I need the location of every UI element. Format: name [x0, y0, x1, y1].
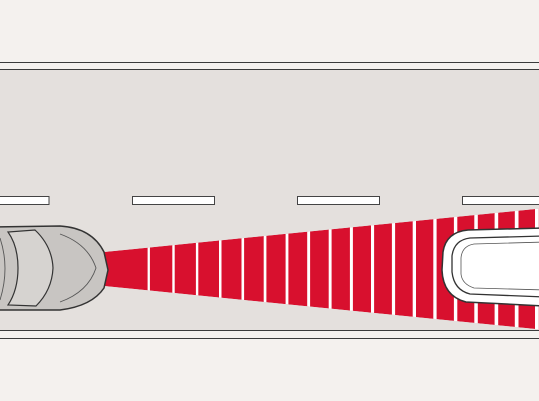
radar-stripe-gap	[195, 208, 199, 330]
lane-dash	[297, 196, 380, 205]
car-top-view-icon	[0, 225, 109, 311]
lead-car-trunk-line	[460, 241, 539, 291]
radar-stripe-gap	[147, 208, 150, 330]
radar-stripe-gap	[285, 208, 289, 330]
ego-car-windshield	[6, 229, 54, 307]
lane-dash	[0, 196, 50, 205]
lane-markings	[0, 196, 539, 205]
radar-stripe-gap	[172, 208, 175, 330]
radar-stripe-gap	[349, 208, 353, 330]
radar-stripe-gap	[241, 208, 245, 330]
radar-stripe-gap	[263, 208, 267, 330]
ego-car-roof-line	[0, 237, 6, 301]
radar-stripe-gap	[371, 208, 375, 330]
radar-stripe-gap	[391, 208, 396, 330]
radar-stripe-gap	[433, 208, 437, 330]
radar-stripe-gap	[328, 208, 332, 330]
radar-stripe-gap	[412, 208, 416, 330]
car-rear-top-view-icon	[441, 227, 539, 307]
lead-car-rear-window	[451, 235, 539, 298]
radar-stripe-gap	[307, 208, 311, 330]
lane-dash	[132, 196, 215, 205]
ego-car-hood-line	[59, 233, 97, 303]
radar-stripe-gap	[219, 208, 222, 330]
lane-dash	[462, 196, 539, 205]
